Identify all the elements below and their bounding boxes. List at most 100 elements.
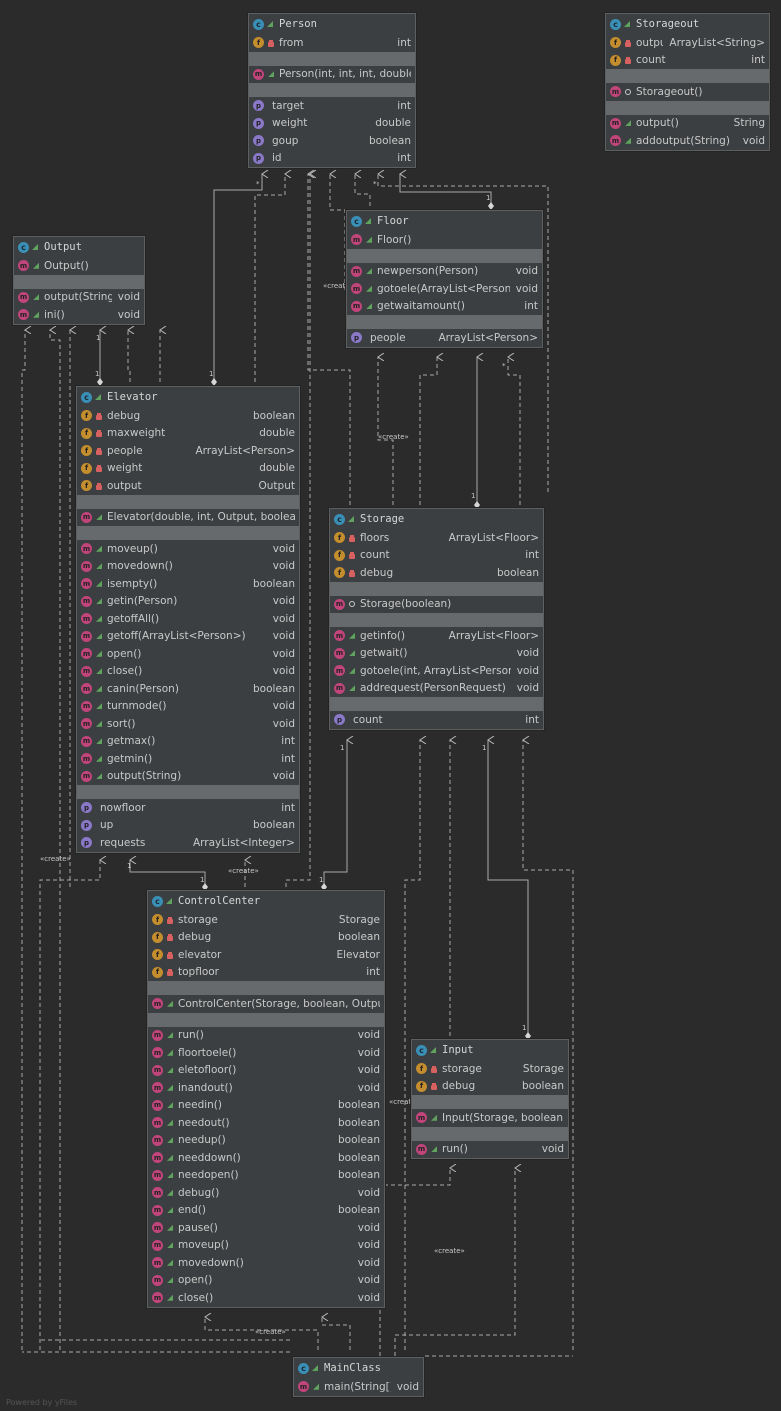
class-storageout[interactable]: cStorageoutfoutputsArrayList<String>fcou… — [605, 13, 770, 151]
member-name: from — [279, 36, 304, 49]
visibility-icon — [624, 136, 632, 146]
field-icon: f — [152, 931, 163, 943]
class-member-row[interactable]: foutputsArrayList<String> — [606, 34, 769, 52]
member-type: void — [515, 282, 538, 295]
member-name: count — [353, 713, 383, 726]
